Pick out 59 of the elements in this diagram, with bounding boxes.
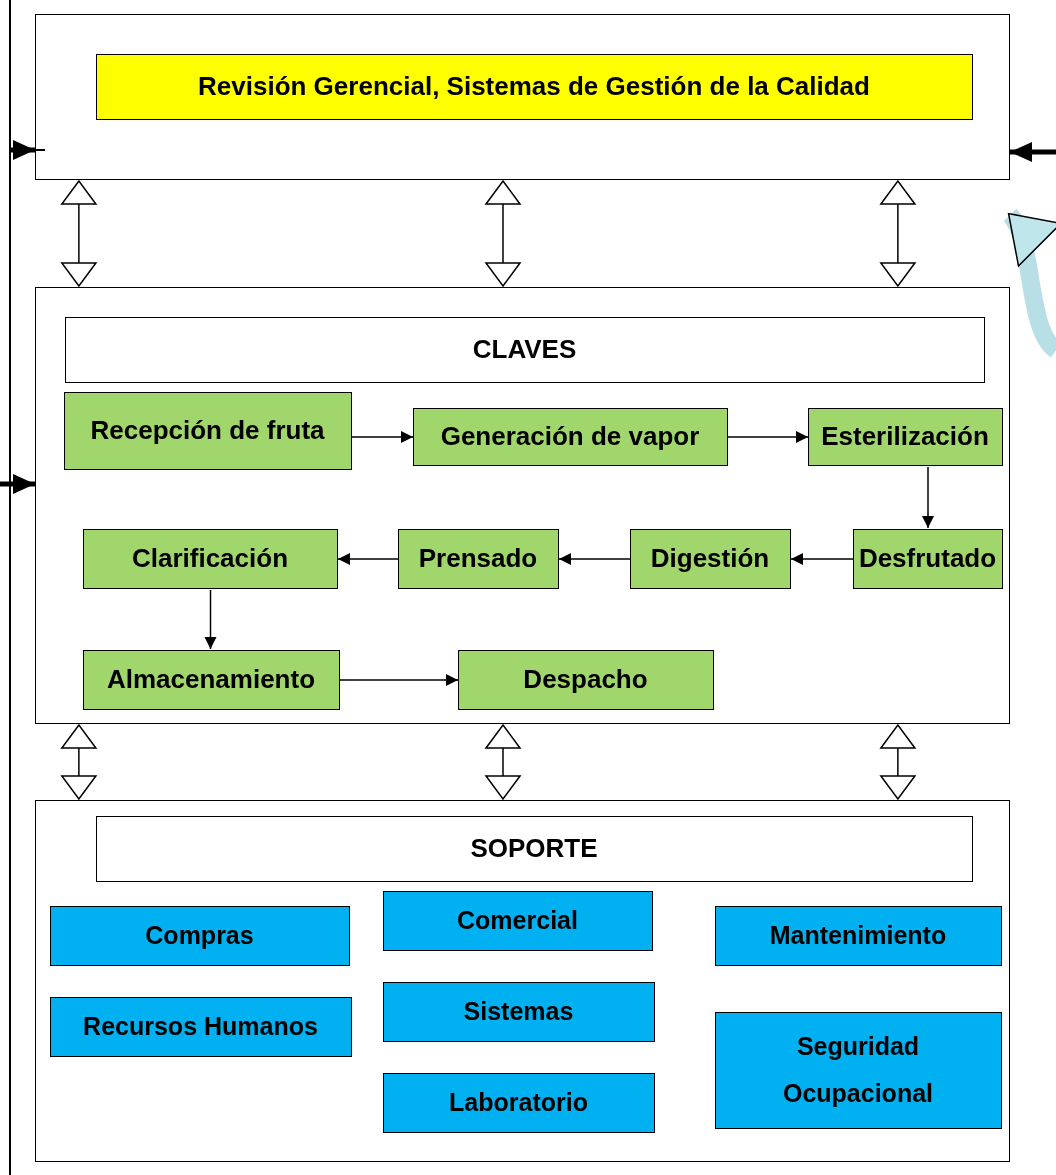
process-box [457, 649, 714, 710]
header-box [64, 316, 985, 383]
process-box [63, 391, 352, 470]
box-label: Clarificación [130, 541, 290, 575]
section-panel [35, 14, 1010, 180]
box-label: Laboratorio [448, 1086, 589, 1118]
section-panel [35, 800, 1010, 1162]
double-arrow [880, 724, 916, 800]
arrow [337, 553, 399, 565]
support-process-box [382, 1072, 655, 1133]
box-label: Despacho [522, 662, 649, 696]
box-label: Desfrutado [857, 541, 998, 575]
curved-arrow [1002, 209, 1056, 357]
box-label: Prensado [417, 541, 539, 575]
curved-arrow [1010, 142, 1056, 162]
box-label: Seguridad Ocupacional [781, 1030, 934, 1109]
double-arrow [880, 180, 916, 287]
arrow [922, 466, 934, 529]
box-label: Esterilización [820, 419, 990, 453]
box-label: Generación de vapor [439, 419, 701, 453]
box-label: Revisión Gerencial, Sistemas de Gestión de la Calidad [197, 69, 871, 103]
arrow [351, 431, 414, 443]
process-box [82, 649, 340, 710]
title-box [95, 53, 973, 120]
support-process-box [714, 905, 1002, 966]
box-label: Recursos Humanos [82, 1010, 319, 1042]
process-box [629, 528, 791, 589]
double-arrow [61, 180, 97, 287]
box-label: Recepción de fruta [89, 413, 326, 447]
support-process-box [49, 905, 350, 966]
process-box [412, 407, 728, 466]
box-label: Sistemas [462, 995, 575, 1027]
double-arrow [485, 180, 521, 287]
support-process-box [382, 890, 653, 951]
process-box [807, 407, 1003, 466]
box-label: Digestión [649, 541, 771, 575]
curved-arrow [11, 140, 35, 160]
arrow [204, 589, 217, 650]
box-label: CLAVES [471, 332, 578, 366]
process-box [82, 528, 338, 589]
process-box [852, 528, 1003, 589]
box-label: Comercial [456, 904, 579, 936]
box-label: Compras [144, 919, 255, 951]
box-label: Almacenamiento [105, 662, 317, 696]
arrow [339, 674, 459, 686]
arrow [790, 553, 854, 565]
process-box [397, 528, 559, 589]
section-panel [35, 287, 1010, 724]
arrow [558, 553, 631, 565]
box-label: Mantenimiento [768, 919, 948, 951]
support-process-box [382, 981, 655, 1042]
arrow [727, 431, 809, 443]
box-label: SOPORTE [469, 831, 599, 865]
support-process-box [49, 996, 352, 1057]
double-arrow [61, 724, 97, 800]
curved-arrow [0, 474, 35, 494]
double-arrow [485, 724, 521, 800]
support-process-box [714, 1011, 1002, 1129]
header-box [95, 815, 973, 882]
